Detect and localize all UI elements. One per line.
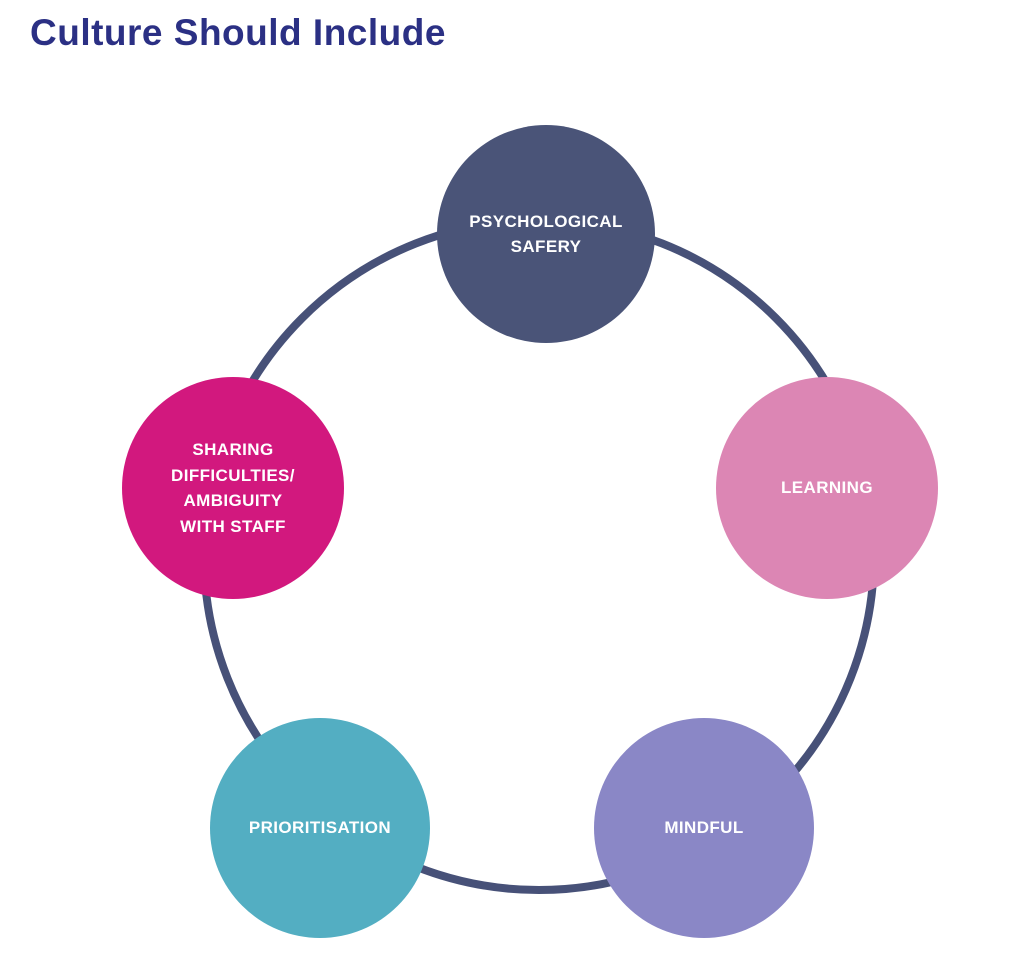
node-prioritisation: PRIORITISATION	[210, 718, 430, 938]
node-sharing-difficulties-label: SHARING DIFFICULTIES/ AMBIGUITY WITH STA…	[171, 440, 295, 536]
node-mindful-label: MINDFUL	[664, 818, 744, 838]
node-learning-label: LEARNING	[781, 478, 873, 498]
node-sharing-difficulties: SHARING DIFFICULTIES/ AMBIGUITY WITH STA…	[122, 377, 344, 599]
node-psychological-safety: PSYCHOLOGICAL SAFERY	[437, 125, 655, 343]
node-prioritisation-label: PRIORITISATION	[248, 818, 392, 838]
node-mindful: MINDFUL	[594, 718, 814, 938]
page-title: Culture Should Include	[30, 12, 446, 53]
node-learning: LEARNING	[716, 377, 938, 599]
node-psychological-safety-label: PSYCHOLOGICAL SAFERY	[469, 211, 623, 257]
